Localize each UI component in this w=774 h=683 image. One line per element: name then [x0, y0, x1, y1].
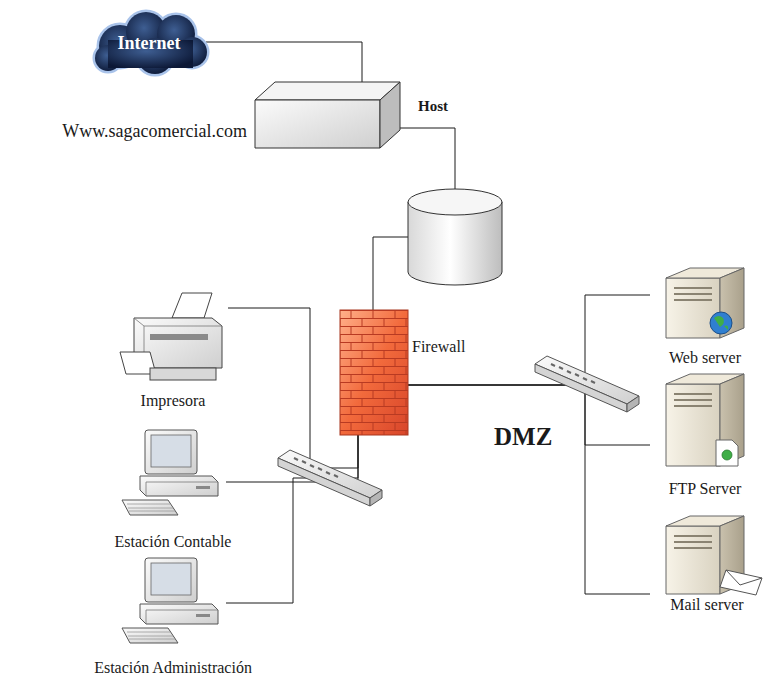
- firewall: Firewall: [340, 310, 408, 435]
- host-box: HostWww.sagacomercial.com: [255, 82, 400, 148]
- server-icon: Web server: [650, 265, 760, 343]
- node-label: Mail server: [670, 596, 743, 614]
- node-label: Firewall: [412, 338, 465, 356]
- network-link: [408, 295, 650, 385]
- node-label: Host: [418, 97, 448, 115]
- internet-cloud: Internet: [92, 16, 206, 72]
- node-label: Web server: [669, 349, 741, 367]
- zone-label: DMZ: [494, 423, 552, 451]
- node-label: Estación Contable: [115, 533, 232, 551]
- workstation-icon: Estación Administración: [120, 556, 226, 646]
- server-icon: FTP Server: [650, 372, 760, 472]
- node-label: Www.sagacomercial.com: [62, 122, 247, 140]
- node-label: Impresora: [141, 392, 206, 410]
- node-label: FTP Server: [669, 480, 742, 498]
- node-label: Estación Administración: [94, 659, 252, 677]
- printer-icon: Impresora: [118, 290, 228, 382]
- network-link: [206, 42, 362, 82]
- network-link: [228, 308, 358, 468]
- node-label: Internet: [118, 34, 181, 52]
- network-link: [408, 385, 650, 594]
- server-icon: Mail server: [650, 514, 764, 596]
- workstation-icon: Estación Contable: [120, 428, 226, 518]
